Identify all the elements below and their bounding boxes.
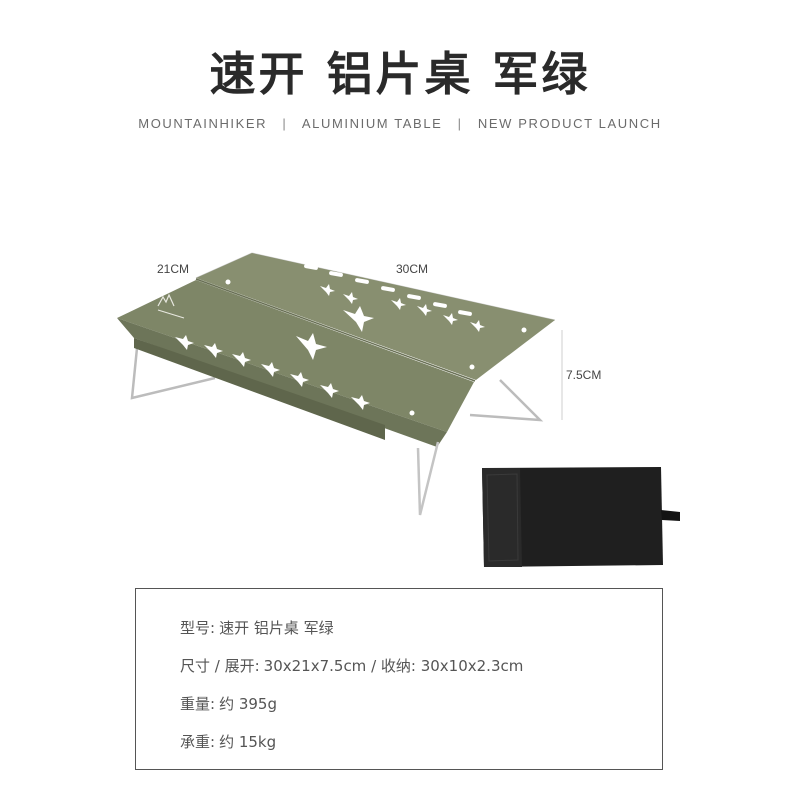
spec-value: 约 395g [219,695,277,713]
spec-row-weight: 重量:约 395g [180,693,277,714]
dimension-height-label: 7.5CM [566,368,602,382]
subtitle-product: ALUMINIUM TABLE [301,116,443,131]
table-slots-back [225,264,527,370]
table-front-legs [416,441,440,516]
table-back-legs [130,347,544,422]
table-panel-back [196,253,555,380]
spec-row-load: 承重:约 15kg [180,731,276,752]
page-subtitle: MOUNTAINHIKER | ALUMINIUM TABLE | NEW PR… [0,116,800,131]
table-front-apron [117,318,447,447]
table-front-rail [134,338,385,440]
mountainhiker-logo-icon [157,293,185,319]
dimension-width-label: 21CM [157,262,190,276]
table-panel-front [117,280,474,432]
spec-row-model: 型号:速开 铝片桌 军绿 [180,617,334,638]
spec-value: 约 15kg [219,733,277,751]
spec-box: 型号:速开 铝片桌 军绿 尺寸 / 展开:30x21x7.5cm / 收纳: 3… [135,588,663,770]
storage-bag [482,467,680,567]
spec-value: 30x21x7.5cm / 收纳: 30x10x2.3cm [263,657,524,675]
spec-label: 承重: [180,733,216,751]
spec-label: 重量: [180,695,216,713]
spec-value: 速开 铝片桌 军绿 [219,619,334,637]
table-vents-front [175,333,415,416]
dimension-length-label: 30CM [396,262,429,276]
subtitle-separator: | [282,116,288,131]
spec-label: 尺寸 / 展开: [180,657,260,675]
subtitle-launch: NEW PRODUCT LAUNCH [477,116,662,131]
spec-label: 型号: [180,619,216,637]
spec-row-size: 尺寸 / 展开:30x21x7.5cm / 收纳: 30x10x2.3cm [180,655,523,676]
table-vents-back [320,284,485,332]
product-illustration [117,252,680,567]
subtitle-brand: MOUNTAINHIKER [138,116,268,131]
table-panel-seam [195,278,476,382]
subtitle-separator: | [457,116,463,131]
page-title: 速开 铝片桌 军绿 [209,47,591,101]
